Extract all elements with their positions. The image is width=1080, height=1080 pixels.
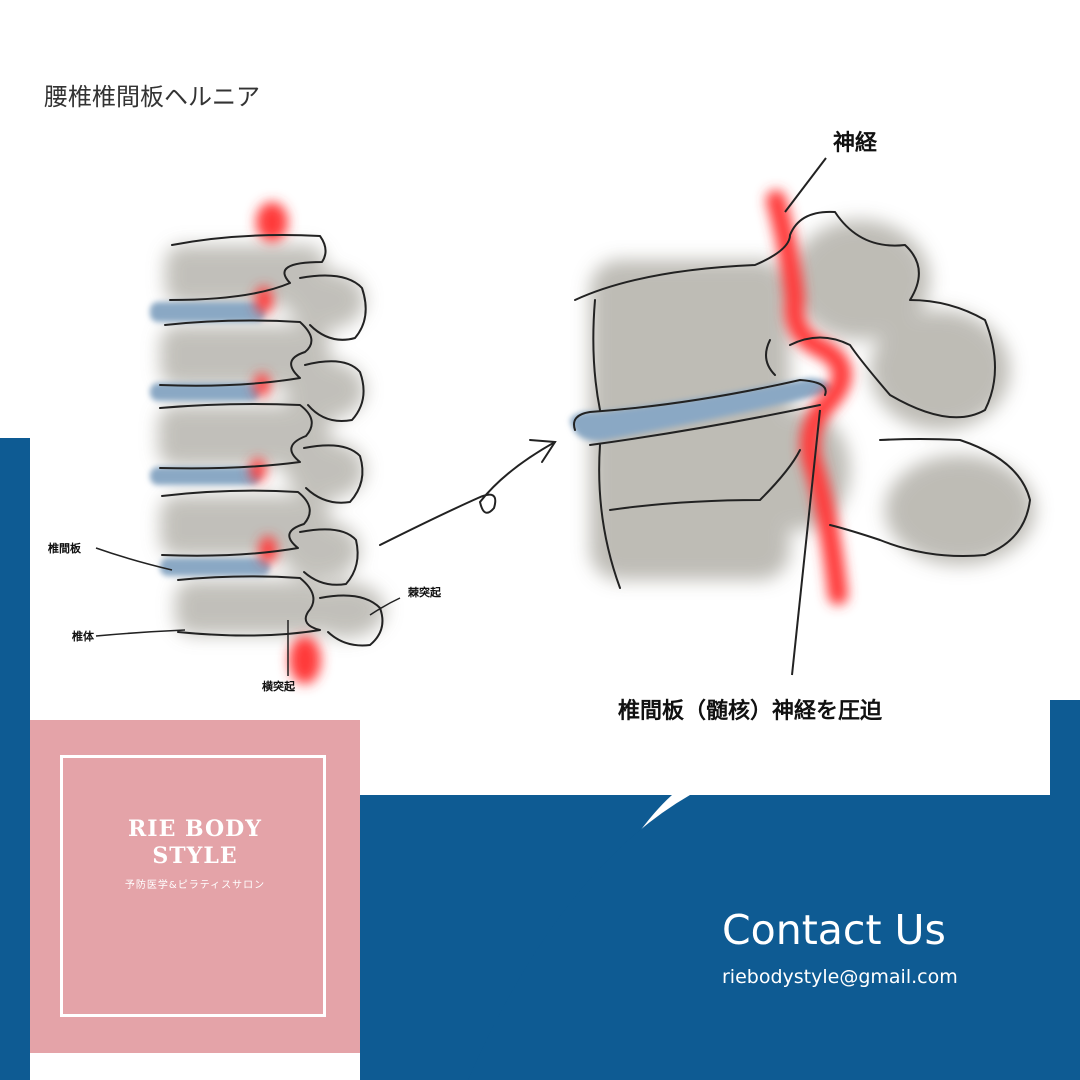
label-compression: 椎間板（髄核）神経を圧迫 xyxy=(618,698,883,724)
brand-box: RIE BODY STYLE 予防医学&ピラティスサロン xyxy=(30,720,360,1053)
label-nerve: 神経 xyxy=(833,130,878,156)
brand-name-line1: RIE BODY xyxy=(128,816,262,842)
label-spinous-process: 棘突起 xyxy=(408,585,442,599)
label-disc: 椎間板 xyxy=(47,541,82,555)
navy-background xyxy=(0,438,1080,1080)
brand-frame xyxy=(60,755,326,1017)
contact-heading: Contact Us xyxy=(722,906,946,954)
brand-name: RIE BODY STYLE xyxy=(30,816,360,870)
label-vertebral-body: 椎体 xyxy=(71,629,95,643)
brand-subtitle: 予防医学&ピラティスサロン xyxy=(124,880,266,891)
magnified-vertebra-illustration: 神経 椎間板（髄核）神経を圧迫 xyxy=(570,130,1035,724)
zoom-arrow xyxy=(379,439,557,546)
brand-name-line2: STYLE xyxy=(152,843,238,869)
contact-email-link[interactable]: riebodystyle@gmail.com xyxy=(722,966,958,988)
lumbar-spine-illustration: 椎間板 椎体 棘突起 横突起 xyxy=(47,202,442,693)
label-transverse-process: 横突起 xyxy=(262,679,296,693)
diagram-title: 腰椎椎間板ヘルニア xyxy=(44,83,260,111)
